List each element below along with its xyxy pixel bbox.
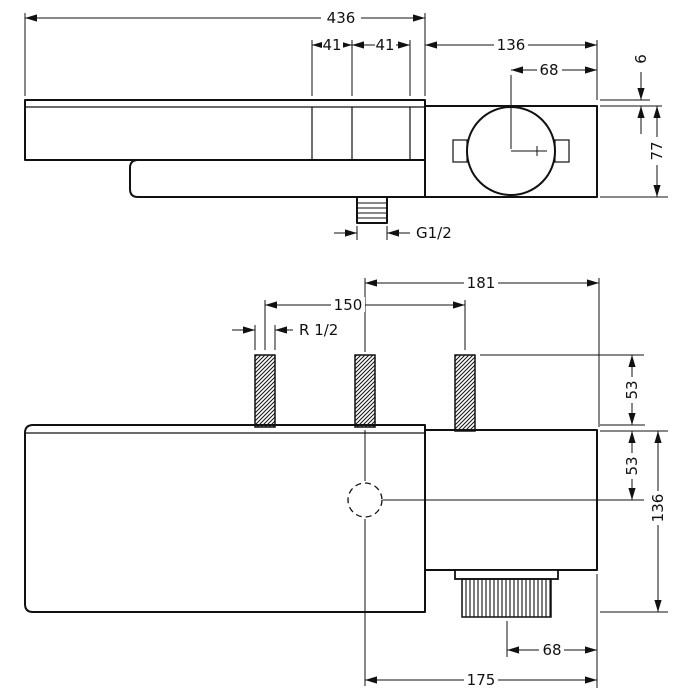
plan-main-body	[24, 424, 426, 613]
dim-inlet-stub-height: 53	[480, 354, 645, 426]
inlet-pipe-2	[354, 354, 376, 428]
outlet-stub	[356, 196, 388, 224]
dim-label-6: 6	[632, 54, 650, 64]
dim-center-to-right-edge: 181	[365, 274, 600, 427]
dim-label-136b: 136	[649, 494, 667, 523]
handle-right-tab	[554, 139, 570, 163]
dim-label-41b: 41	[375, 36, 394, 54]
front-lower-bar	[129, 159, 425, 198]
dim-center-to-edge-bottom: 175	[365, 671, 597, 689]
front-view: 436 41 41 136 68	[24, 9, 668, 242]
dim-label-436: 436	[327, 9, 356, 27]
knob-base-plate	[454, 569, 559, 580]
inlet-pipe-3	[454, 354, 476, 432]
dim-label-136-top: 136	[497, 36, 526, 54]
plan-view: 181 150 R 1/2 53	[24, 274, 668, 689]
inlet-pipe-1	[254, 354, 276, 428]
dim-control-box-height: 77	[600, 106, 668, 198]
dim-label-68-top: 68	[539, 61, 558, 79]
dim-label-77: 77	[648, 141, 666, 160]
dim-label-g12: G1/2	[416, 224, 452, 242]
dim-top-edge-offset: 6	[600, 54, 662, 134]
dim-control-box-width: 136	[425, 36, 598, 100]
dim-label-53b: 53	[623, 456, 641, 475]
hidden-port-dashed-circle	[347, 482, 383, 518]
dim-label-68b: 68	[542, 641, 561, 659]
knurled-knob	[461, 578, 552, 618]
dim-inlet-thread: R 1/2	[232, 321, 338, 350]
dim-overall-width: 436	[24, 9, 426, 96]
dim-top-to-center-depth: 53	[383, 430, 668, 501]
dim-inlet-spacing: 150	[264, 296, 466, 350]
dim-label-41a: 41	[322, 36, 341, 54]
dim-body-depth: 136	[600, 431, 668, 613]
plan-body	[24, 354, 598, 618]
dim-outlet-thread: G1/2	[334, 224, 452, 242]
dim-handle-center-offset: 68	[510, 61, 597, 149]
dim-label-175: 175	[467, 671, 496, 689]
handle-left-tab	[452, 139, 468, 163]
dim-label-53a: 53	[623, 380, 641, 399]
dim-label-r12: R 1/2	[299, 321, 338, 339]
dim-knob-center-offset: 68	[506, 574, 598, 688]
front-body	[24, 99, 598, 224]
dim-label-150: 150	[334, 296, 363, 314]
dim-panel-widths: 41 41	[311, 36, 411, 96]
dim-label-181: 181	[467, 274, 496, 292]
front-main-bar	[24, 99, 426, 161]
